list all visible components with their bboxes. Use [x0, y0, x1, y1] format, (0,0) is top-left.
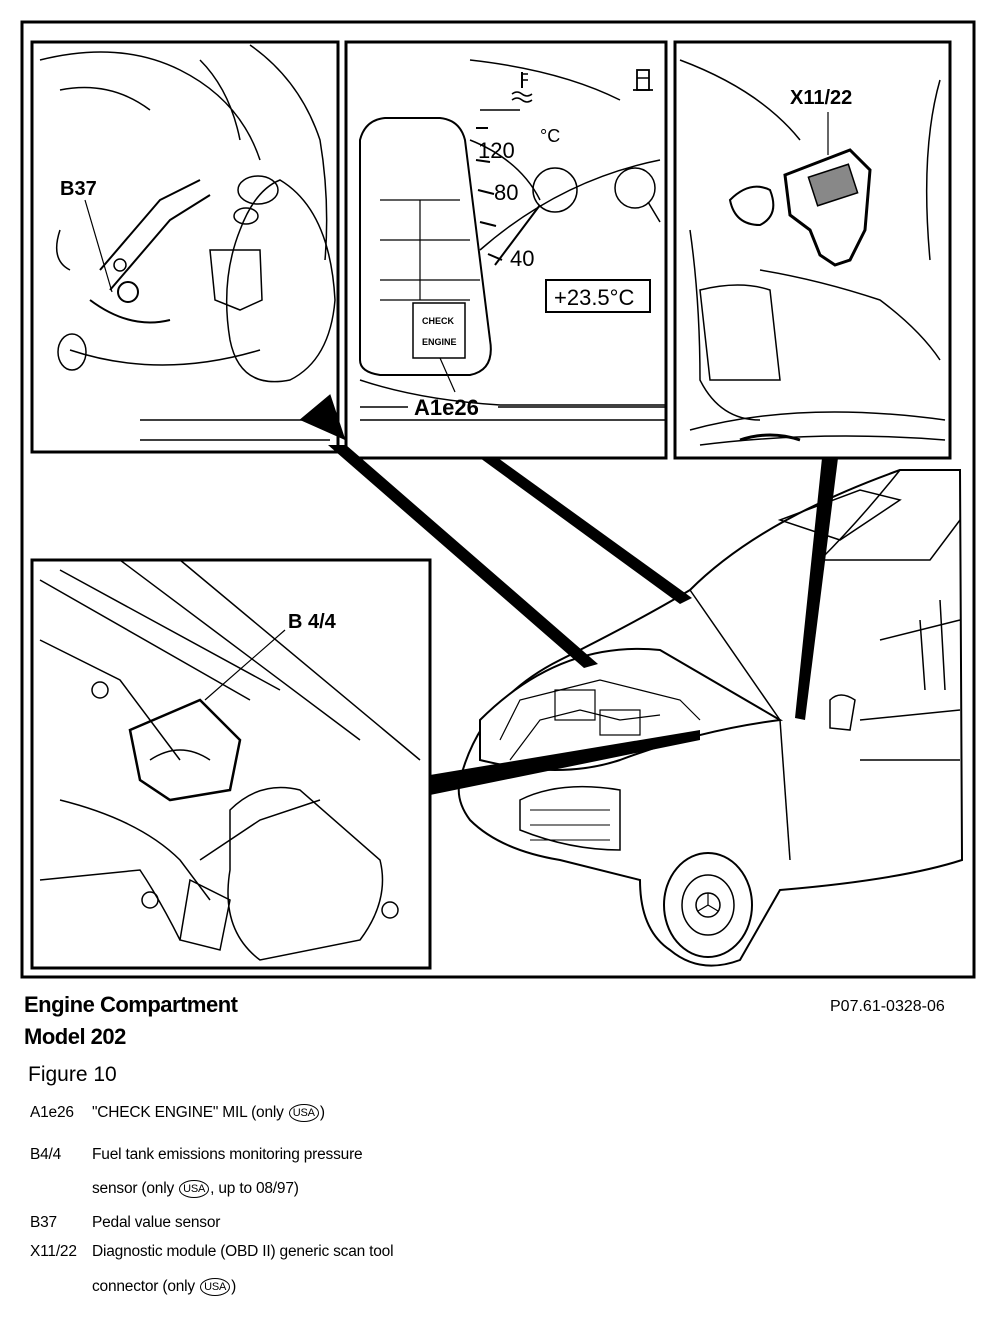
legend-text: sensor (only — [92, 1180, 175, 1198]
label-engine: ENGINE — [422, 337, 457, 347]
label-b37: B37 — [60, 178, 97, 200]
coolant-temperature-icon — [511, 72, 533, 103]
legend-text-after: , up to 08/97) — [210, 1180, 299, 1198]
legend-text: connector (only — [92, 1278, 195, 1296]
usa-badge-icon: USA — [288, 1104, 319, 1122]
engine-compartment-diagram: B37 CHECK ENGINE 120 °C 80 40 +23.5°C — [20, 20, 976, 979]
legend-code: B4/4 — [30, 1146, 62, 1163]
legend-text-after: ) — [231, 1278, 237, 1296]
legend-text: "CHECK ENGINE" MIL (only — [92, 1104, 284, 1122]
caption-title-line1: Engine Compartment — [24, 992, 238, 1017]
usa-badge-icon: USA — [200, 1278, 231, 1296]
gauge-unit: °C — [540, 126, 560, 146]
usa-badge-icon: USA — [179, 1180, 210, 1198]
leader-lines — [328, 445, 838, 795]
gauge-label-40: 40 — [510, 246, 534, 271]
label-x11-22: X11/22 — [790, 87, 852, 109]
legend-text-after: ) — [319, 1104, 325, 1122]
panel-b37: B37 — [30, 40, 346, 454]
figure-reference: P07.61-0328-06 — [830, 998, 945, 1015]
label-a1e26: A1e26 — [414, 395, 479, 420]
legend-text: Pedal value sensor — [92, 1214, 221, 1231]
caption-title-line2: Model 202 — [24, 1024, 126, 1049]
fuel-pump-icon — [633, 69, 653, 91]
label-b4-4: B 4/4 — [288, 611, 337, 633]
label-check: CHECK — [422, 316, 455, 326]
legend-code: A1e26 — [30, 1104, 74, 1121]
figure-number: Figure 10 — [28, 1063, 117, 1086]
panel-x11-22: X11/22 — [673, 40, 952, 460]
car-illustration — [457, 469, 964, 967]
gauge-label-120: 120 — [478, 138, 515, 163]
temperature-display — [545, 279, 651, 313]
gauge-label-80: 80 — [494, 180, 518, 205]
panel-b4-4: B 4/4 — [30, 558, 432, 970]
legend-code: B37 — [30, 1214, 57, 1231]
figure-frame — [20, 20, 976, 979]
panel-a1e26: CHECK ENGINE 120 °C 80 40 +23.5°C A1e26 — [344, 40, 668, 460]
temp-display-value: +23.5°C — [554, 285, 634, 310]
legend-code: X11/22 — [30, 1243, 77, 1260]
legend-text: Fuel tank emissions monitoring pressure — [92, 1146, 363, 1163]
legend-text: Diagnostic module (OBD II) generic scan … — [92, 1243, 394, 1260]
